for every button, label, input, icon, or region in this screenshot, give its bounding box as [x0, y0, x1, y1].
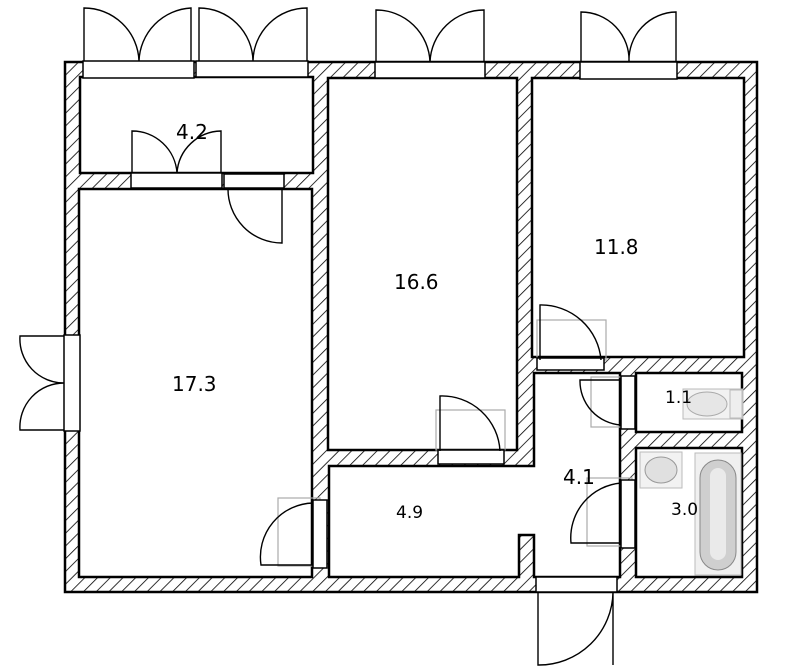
- area-balcony: 4.2: [176, 120, 208, 144]
- room-balcony[interactable]: [78, 75, 315, 175]
- area-toilet: 1.1: [665, 388, 692, 408]
- sink-fixture: [639, 451, 683, 489]
- window-bedroom-2[interactable]: [579, 11, 678, 80]
- area-bedroom-2: 11.8: [594, 235, 639, 259]
- toilet-fixture: [682, 388, 744, 420]
- door-toilet[interactable]: [579, 375, 636, 430]
- area-bathroom: 3.0: [671, 500, 698, 520]
- entrance-door[interactable]: [535, 576, 618, 666]
- window-living[interactable]: [19, 334, 81, 432]
- room-living[interactable]: [77, 187, 314, 579]
- window-balcony-1[interactable]: [82, 7, 195, 79]
- door-living-balcony[interactable]: [223, 173, 285, 244]
- door-living[interactable]: [259, 497, 328, 569]
- bathtub-fixture: [694, 452, 742, 576]
- room-bedroom[interactable]: [326, 76, 519, 452]
- door-bedroom-2[interactable]: [536, 304, 607, 371]
- area-corridor: 4.9: [396, 503, 423, 523]
- window-balcony-2[interactable]: [195, 7, 309, 78]
- balcony-door[interactable]: [130, 130, 223, 189]
- room-bedroom-2[interactable]: [530, 76, 746, 359]
- door-bathroom[interactable]: [570, 477, 636, 549]
- door-bedroom[interactable]: [435, 395, 506, 465]
- area-bedroom: 16.6: [394, 270, 439, 294]
- room-corridor-hall[interactable]: [327, 371, 622, 579]
- area-living: 17.3: [172, 372, 217, 396]
- window-bedroom[interactable]: [374, 9, 486, 79]
- area-hall: 4.1: [563, 465, 595, 489]
